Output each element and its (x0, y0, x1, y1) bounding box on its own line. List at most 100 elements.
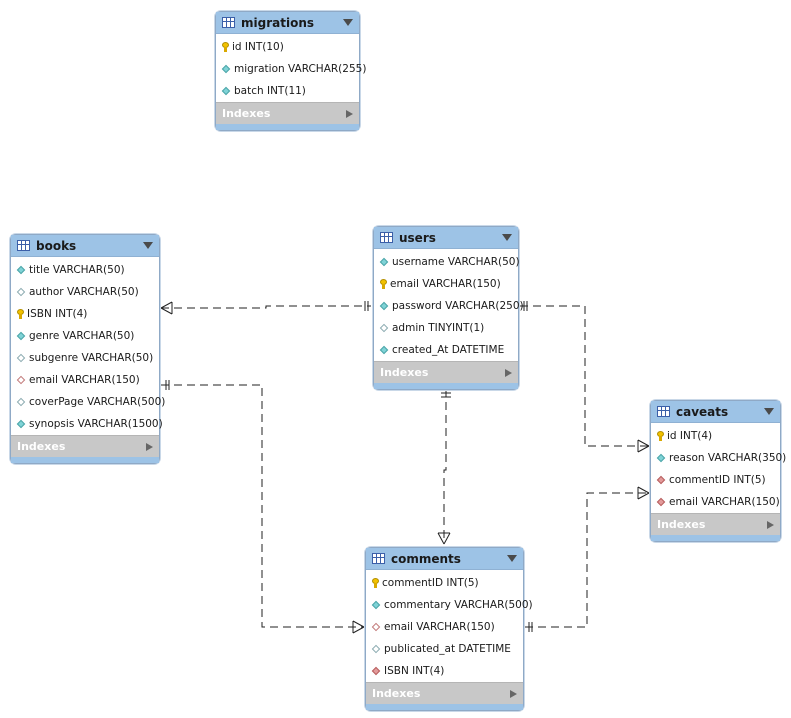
expand-arrow-icon[interactable] (146, 442, 153, 451)
column-row[interactable]: commentary VARCHAR(500) (366, 594, 533, 616)
expand-arrow-icon[interactable] (346, 109, 353, 118)
column-label: password VARCHAR(250) (392, 300, 524, 312)
entity-bottom-bar (374, 383, 518, 389)
column-label: username VARCHAR(50) (392, 256, 520, 268)
column-row[interactable]: id INT(4) (651, 425, 780, 447)
entity-caveats[interactable]: caveats id INT(4) reason VARCHAR(350) comme… (650, 400, 786, 542)
not-null-column-icon (221, 64, 231, 74)
indexes-section[interactable]: Indexes (216, 102, 359, 124)
entity-header[interactable]: migrations (216, 12, 359, 34)
not-null-column-icon (221, 86, 231, 96)
primary-key-icon (380, 279, 387, 289)
column-row[interactable]: admin TINYINT(1) (374, 317, 518, 339)
not-null-column-icon (16, 331, 26, 341)
column-label: genre VARCHAR(50) (29, 330, 135, 342)
column-row[interactable]: email VARCHAR(150) (366, 616, 523, 638)
column-row[interactable]: email VARCHAR(150) (374, 273, 518, 295)
expand-arrow-icon[interactable] (767, 520, 774, 529)
column-row[interactable]: migration VARCHAR(255) (216, 58, 366, 80)
column-label: admin TINYINT(1) (392, 322, 485, 334)
foreign-key-icon (656, 475, 666, 485)
column-row[interactable]: batch INT(11) (216, 80, 359, 102)
column-row[interactable]: commentID INT(5) (651, 469, 780, 491)
collapse-arrow-icon[interactable] (343, 19, 353, 26)
relationship-users-caveats (520, 301, 650, 453)
indexes-label: Indexes (222, 107, 271, 120)
column-row[interactable]: coverPage VARCHAR(500) (11, 391, 165, 413)
column-label: migration VARCHAR(255) (234, 63, 367, 75)
column-label: email VARCHAR(150) (669, 496, 780, 508)
primary-key-icon (17, 309, 24, 319)
column-list: commentID INT(5) commentary VARCHAR(500) e… (366, 570, 533, 682)
column-label: id INT(4) (667, 430, 713, 442)
indexes-section[interactable]: Indexes (374, 361, 518, 383)
expand-arrow-icon[interactable] (510, 689, 517, 698)
entity-migrations[interactable]: migrations id INT(10) migration VARCHAR(25… (215, 11, 366, 131)
column-label: ISBN INT(4) (27, 308, 88, 320)
column-label: created_At DATETIME (392, 344, 505, 356)
column-label: commentary VARCHAR(500) (384, 599, 533, 611)
column-row[interactable]: synopsis VARCHAR(1500) (11, 413, 163, 435)
column-label: id INT(10) (232, 41, 284, 53)
table-icon (380, 232, 393, 243)
column-label: coverPage VARCHAR(500) (29, 396, 166, 408)
foreign-key-icon (371, 666, 381, 676)
not-null-column-icon (371, 600, 381, 610)
column-row[interactable]: password VARCHAR(250) (374, 295, 524, 317)
table-icon (17, 240, 30, 251)
column-label: reason VARCHAR(350) (669, 452, 787, 464)
entity-title: comments (391, 551, 461, 566)
relationship-users-comments (437, 389, 451, 545)
entity-users[interactable]: users username VARCHAR(50) email VARCHAR(1… (373, 226, 524, 390)
column-row[interactable]: ISBN INT(4) (11, 303, 159, 325)
column-row[interactable]: commentID INT(5) (366, 572, 523, 594)
not-null-column-icon (16, 265, 26, 275)
indexes-section[interactable]: Indexes (366, 682, 523, 704)
entity-books[interactable]: books title VARCHAR(50)author VARCHAR(50)… (10, 234, 165, 464)
entity-comments[interactable]: comments commentID INT(5) commentary VARCH… (365, 547, 533, 711)
entity-header[interactable]: caveats (651, 401, 780, 423)
column-label: publicated_at DATETIME (384, 643, 511, 655)
column-row[interactable]: ISBN INT(4) (366, 660, 523, 682)
column-row[interactable]: email VARCHAR(150) (651, 491, 780, 513)
column-label: commentID INT(5) (382, 577, 479, 589)
column-row[interactable]: genre VARCHAR(50) (11, 325, 159, 347)
collapse-arrow-icon[interactable] (764, 408, 774, 415)
entity-title: users (399, 230, 436, 245)
column-row[interactable]: title VARCHAR(50) (11, 259, 159, 281)
indexes-section[interactable]: Indexes (11, 435, 159, 457)
primary-key-icon (657, 431, 664, 441)
column-row[interactable]: author VARCHAR(50) (11, 281, 159, 303)
column-row[interactable]: publicated_at DATETIME (366, 638, 523, 660)
column-row[interactable]: username VARCHAR(50) (374, 251, 520, 273)
entity-header[interactable]: books (11, 235, 159, 257)
column-label: subgenre VARCHAR(50) (29, 352, 154, 364)
indexes-label: Indexes (657, 518, 706, 531)
not-null-column-icon (379, 301, 389, 311)
column-row[interactable]: reason VARCHAR(350) (651, 447, 786, 469)
column-row[interactable]: subgenre VARCHAR(50) (11, 347, 159, 369)
table-icon (372, 553, 385, 564)
not-null-column-icon (656, 453, 666, 463)
collapse-arrow-icon[interactable] (507, 555, 517, 562)
column-row[interactable]: email VARCHAR(150) (11, 369, 159, 391)
not-null-column-icon (16, 419, 26, 429)
nullable-column-icon (16, 353, 26, 363)
column-label: batch INT(11) (234, 85, 306, 97)
entity-title: books (36, 238, 77, 253)
expand-arrow-icon[interactable] (505, 368, 512, 377)
relationship-books-comments (161, 380, 365, 634)
entity-title: migrations (241, 15, 315, 30)
column-list: id INT(10) migration VARCHAR(255) batch IN… (216, 34, 366, 102)
column-label: ISBN INT(4) (384, 665, 445, 677)
entity-header[interactable]: users (374, 227, 518, 249)
column-row[interactable]: created_At DATETIME (374, 339, 518, 361)
indexes-section[interactable]: Indexes (651, 513, 780, 535)
entity-bottom-bar (366, 704, 523, 710)
entity-header[interactable]: comments (366, 548, 523, 570)
collapse-arrow-icon[interactable] (143, 242, 153, 249)
collapse-arrow-icon[interactable] (502, 234, 512, 241)
column-row[interactable]: id INT(10) (216, 36, 359, 58)
column-label: email VARCHAR(150) (384, 621, 495, 633)
